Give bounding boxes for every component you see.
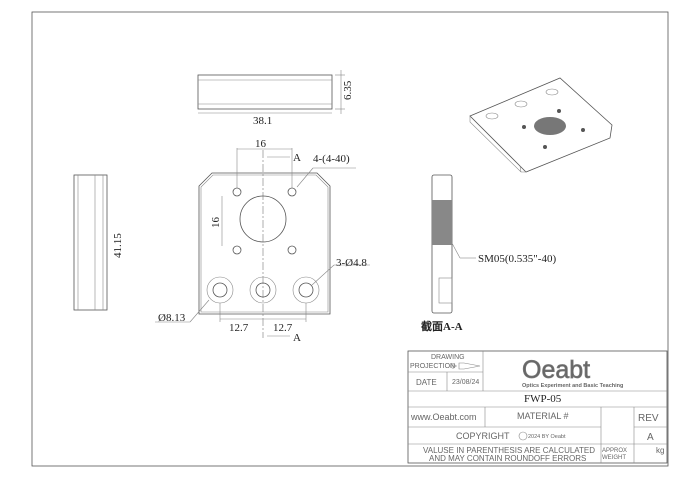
part-number: FWP-05 xyxy=(524,393,562,405)
isometric-view xyxy=(469,77,613,173)
note-line-1: VALUSE IN PARENTHESIS ARE CALCULATED xyxy=(423,446,595,455)
width-dimension: 38.1 xyxy=(253,115,272,127)
front-view: 16 16 A A 4-(4-40) 3-Ø4.8 Ø8.13 12.7 12.… xyxy=(155,138,370,344)
approx-label: APPROX xyxy=(602,448,627,454)
weight-unit: kg xyxy=(656,446,664,455)
website: www.Oeabt.com xyxy=(410,412,477,422)
projection-label: PROJECTION xyxy=(410,363,455,370)
copyright-label: COPYRIGHT xyxy=(456,431,510,441)
section-mark-top: A xyxy=(293,152,301,164)
hole-spacing-vertical: 16 xyxy=(210,217,222,229)
section-view: SM05(0.535"-40) 截面A-A xyxy=(421,174,556,333)
rev-value: A xyxy=(647,432,654,443)
copyright-year: 2024 BY Oeabt xyxy=(528,434,566,440)
spacing-right: 12.7 xyxy=(273,322,293,334)
date-value: 23/08/24 xyxy=(452,379,479,386)
weight-label: WEIGHT xyxy=(602,455,626,461)
thread-callout: SM05(0.535"-40) xyxy=(478,253,556,265)
title-block: DRAWING PROJECTION DATE 23/08/24 Oeabt O… xyxy=(407,350,668,464)
top-view: 38.1 6.35 xyxy=(197,70,354,127)
through-holes-callout: 3-Ø4.8 xyxy=(336,257,367,269)
spacing-left: 12.7 xyxy=(229,322,249,334)
material-label: MATERIAL # xyxy=(517,411,569,421)
projection-symbol-icon xyxy=(449,362,481,370)
company-logo: Oeabt xyxy=(522,356,590,384)
note-line-2: AND MAY CONTAIN ROUNDOFF ERRORS xyxy=(429,454,586,463)
section-label: 截面A-A xyxy=(421,319,463,333)
tapped-holes-callout: 4-(4-40) xyxy=(313,153,350,165)
thickness-dimension: 6.35 xyxy=(342,80,354,100)
date-label: DATE xyxy=(416,378,437,387)
height-dimension: 41.15 xyxy=(112,233,124,258)
logo-subtitle: Optics Experiment and Basic Teaching xyxy=(522,383,623,389)
rev-label: REV xyxy=(638,413,659,424)
side-view: 41.15 xyxy=(73,174,124,311)
hole-spacing-horizontal: 16 xyxy=(255,138,267,150)
drawing-label: DRAWING xyxy=(431,354,465,361)
counterbore-callout: Ø8.13 xyxy=(158,312,186,324)
drawing-border xyxy=(31,11,669,467)
section-mark-bottom: A xyxy=(293,332,301,344)
copyright-symbol-icon xyxy=(518,431,528,441)
